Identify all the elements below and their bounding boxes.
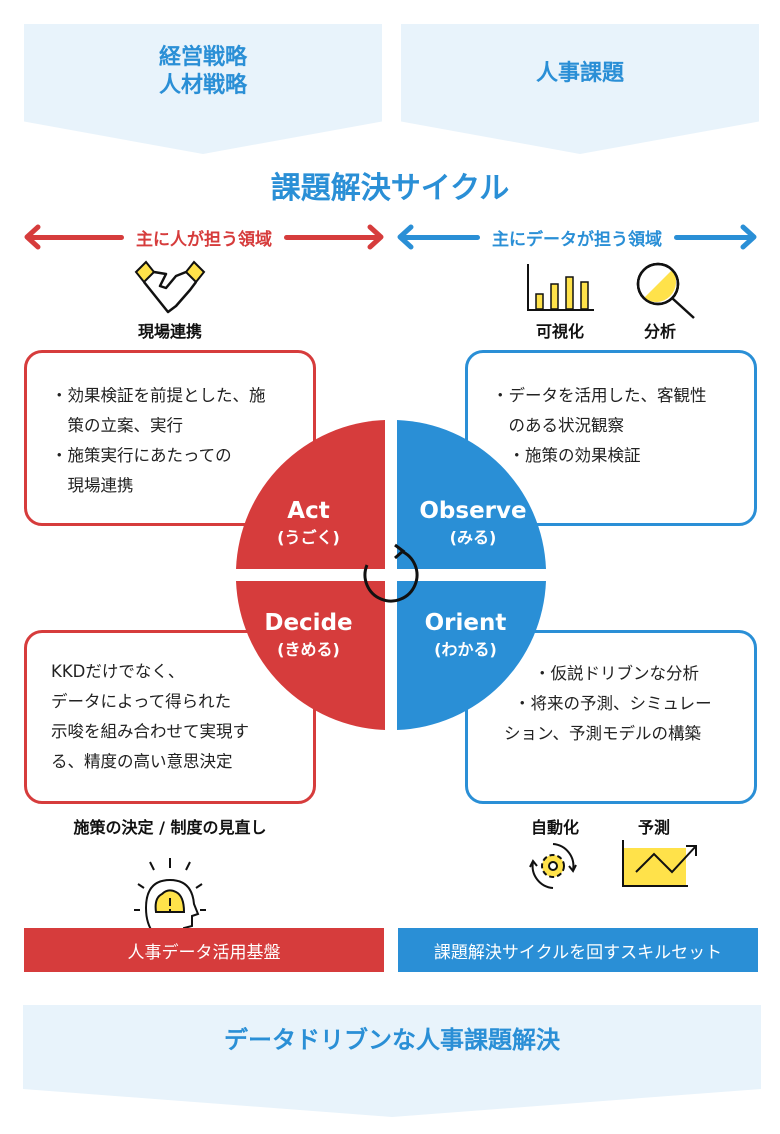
orient-jp: (わかる) [434, 640, 497, 659]
observe-en: Observe [419, 498, 527, 524]
automate-label: 自動化 [530, 818, 579, 837]
decide-jp: (きめる) [277, 640, 340, 659]
box-line: ・施策の効果検証 [492, 446, 641, 465]
arrow-right-icon [367, 224, 384, 250]
cycle-arrow-icon [363, 543, 419, 603]
ooda-cycle [236, 420, 546, 730]
decide-en: Decide [264, 610, 353, 636]
observe-jp: (みる) [449, 528, 497, 547]
arrow-left-icon [24, 224, 41, 250]
act-en: Act [287, 498, 330, 524]
hr-issues-chevron: 人事課題 [401, 24, 759, 154]
orient-en: Orient [424, 610, 507, 636]
chevron-line: 経営戦略 [158, 45, 247, 70]
data-domain-arrow: 主にデータが担う領域 [397, 224, 757, 250]
arrow-left-icon [397, 224, 414, 250]
decide-quadrant [236, 581, 385, 730]
page-title: 課題解決サイクル [270, 171, 510, 206]
skillset-bar: 課題解決サイクルを回すスキルセット [398, 928, 758, 972]
box-line: 策の立案、実行 [51, 416, 184, 435]
result-chevron: データドリブンな人事課題解決 [23, 1005, 761, 1117]
decide-label: Decide (きめる) [236, 610, 381, 660]
decide-icon-label: 施策の決定 / 制度の見直し [73, 818, 267, 837]
act-jp: (うごく) [277, 528, 340, 547]
box-line: 現場連携 [51, 476, 134, 495]
predict-label: 予測 [637, 818, 670, 837]
bar-chart-icon [527, 264, 594, 311]
box-line: データによって得られた [51, 692, 232, 711]
magnifier-icon [636, 262, 695, 319]
box-line: ・仮説ドリブンな分析 [534, 664, 699, 683]
trend-chart-icon [622, 840, 697, 887]
head-idea-icon [134, 858, 206, 952]
box-line: 示唆を組み合わせて実現す [51, 722, 249, 741]
box-line: ・将来の予測、シミュレー [514, 694, 712, 713]
gear-cycle-icon [529, 843, 577, 889]
box-line: ・データを活用した、客観性 [492, 386, 707, 405]
collab-label: 現場連携 [137, 322, 202, 341]
chevron-text: 人事課題 [535, 61, 624, 86]
act-quadrant [236, 420, 385, 569]
observe-quadrant [397, 420, 546, 569]
human-domain-label: 主に人が担う領域 [136, 229, 272, 250]
visualize-label: 可視化 [535, 322, 584, 341]
orient-quadrant [397, 581, 546, 730]
result-text: データドリブンな人事課題解決 [224, 1026, 560, 1054]
chevron-line: 人材戦略 [158, 72, 247, 98]
analyze-label: 分析 [643, 322, 676, 341]
act-label: Act (うごく) [236, 498, 381, 548]
observe-label: Observe (みる) [398, 498, 548, 548]
box-line: ション、予測モデルの構築 [504, 724, 702, 743]
handshake-icon [134, 260, 206, 314]
orient-label: Orient (わかる) [398, 610, 533, 660]
box-line: る、精度の高い意思決定 [51, 752, 233, 771]
box-line: ・効果検証を前提とした、施 [51, 386, 266, 405]
box-line: ・施策実行にあたっての [51, 446, 232, 465]
management-strategy-chevron: 経営戦略人材戦略 [24, 24, 382, 154]
human-domain-arrow: 主に人が担う領域 [24, 224, 384, 250]
box-line: KKDだけでなく、 [51, 662, 185, 681]
arrow-right-icon [740, 224, 757, 250]
hr-data-platform-bar: 人事データ活用基盤 [24, 928, 384, 972]
data-domain-label: 主にデータが担う領域 [492, 229, 662, 250]
box-line: のある状況観察 [492, 416, 625, 435]
